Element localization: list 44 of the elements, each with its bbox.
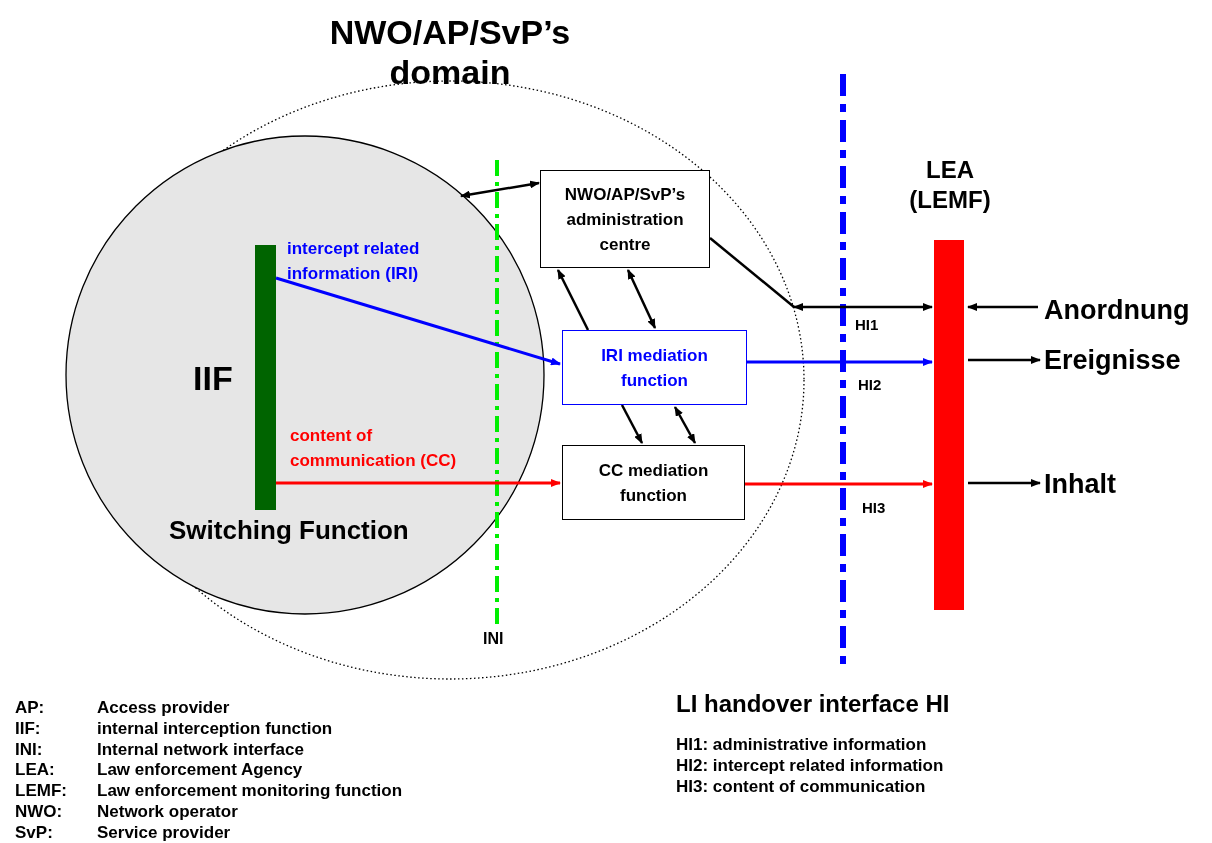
abbreviation: AP:: [15, 698, 45, 718]
arrow: [745, 480, 933, 488]
lea-heading: LEA (LEMF): [908, 155, 992, 215]
note-text: HI3: content of communication: [676, 776, 926, 797]
abbreviation: LEA:: [15, 760, 55, 781]
arrow: [673, 406, 697, 444]
interface-label: LI handover interface HI: [676, 689, 950, 719]
process-box: IRI mediation function: [562, 330, 747, 405]
arrow: [968, 356, 1041, 364]
abbreviation-meaning: internal interception function: [97, 718, 333, 739]
arrow: [620, 404, 644, 444]
abbreviation-meaning: Law enforcement monitoring function: [97, 781, 403, 802]
domain-title: NWO/AP/SvP’s domain: [328, 12, 572, 92]
abbreviation-meaning: Law enforcement Agency: [97, 760, 303, 781]
abbreviation: NWO:: [15, 802, 63, 822]
arrow: [626, 269, 657, 329]
abbreviation: INI:: [15, 739, 43, 760]
process-box: CC mediation function: [562, 445, 745, 520]
abbreviation-meaning: Access provider: [97, 698, 230, 718]
abbreviation: IIF:: [15, 718, 41, 739]
function-label: IIF: [193, 358, 233, 399]
interface-label: INI: [483, 629, 504, 649]
output-label: Ereignisse: [1044, 340, 1206, 378]
arrow: [793, 303, 933, 311]
arrow: [967, 303, 1038, 311]
abbreviation-meaning: Network operator: [97, 802, 238, 822]
arrow: [556, 269, 590, 331]
abbreviation: LEMF:: [15, 781, 67, 802]
function-label: Switching Function: [169, 514, 409, 547]
abbreviation-meaning: Internal network interface: [97, 739, 304, 760]
output-label: Inhalt: [1044, 464, 1136, 502]
arrow: [968, 479, 1041, 487]
abbreviation-meaning: Service provider: [97, 822, 231, 843]
arrow: [747, 358, 933, 366]
note-text: HI1: administrative information: [676, 734, 927, 755]
arrow: [276, 479, 561, 487]
edge-label: intercept related information (IRI): [287, 238, 421, 285]
output-label: Anordnung: [1044, 290, 1212, 328]
edge-label: content of communication (CC): [290, 425, 458, 472]
note-text: HI2: intercept related information: [676, 755, 944, 776]
arrow: [460, 180, 540, 199]
arrow: [275, 276, 561, 366]
abbreviation: SvP:: [15, 822, 53, 843]
process-box: NWO/AP/SvP’s administration centre: [540, 170, 710, 268]
